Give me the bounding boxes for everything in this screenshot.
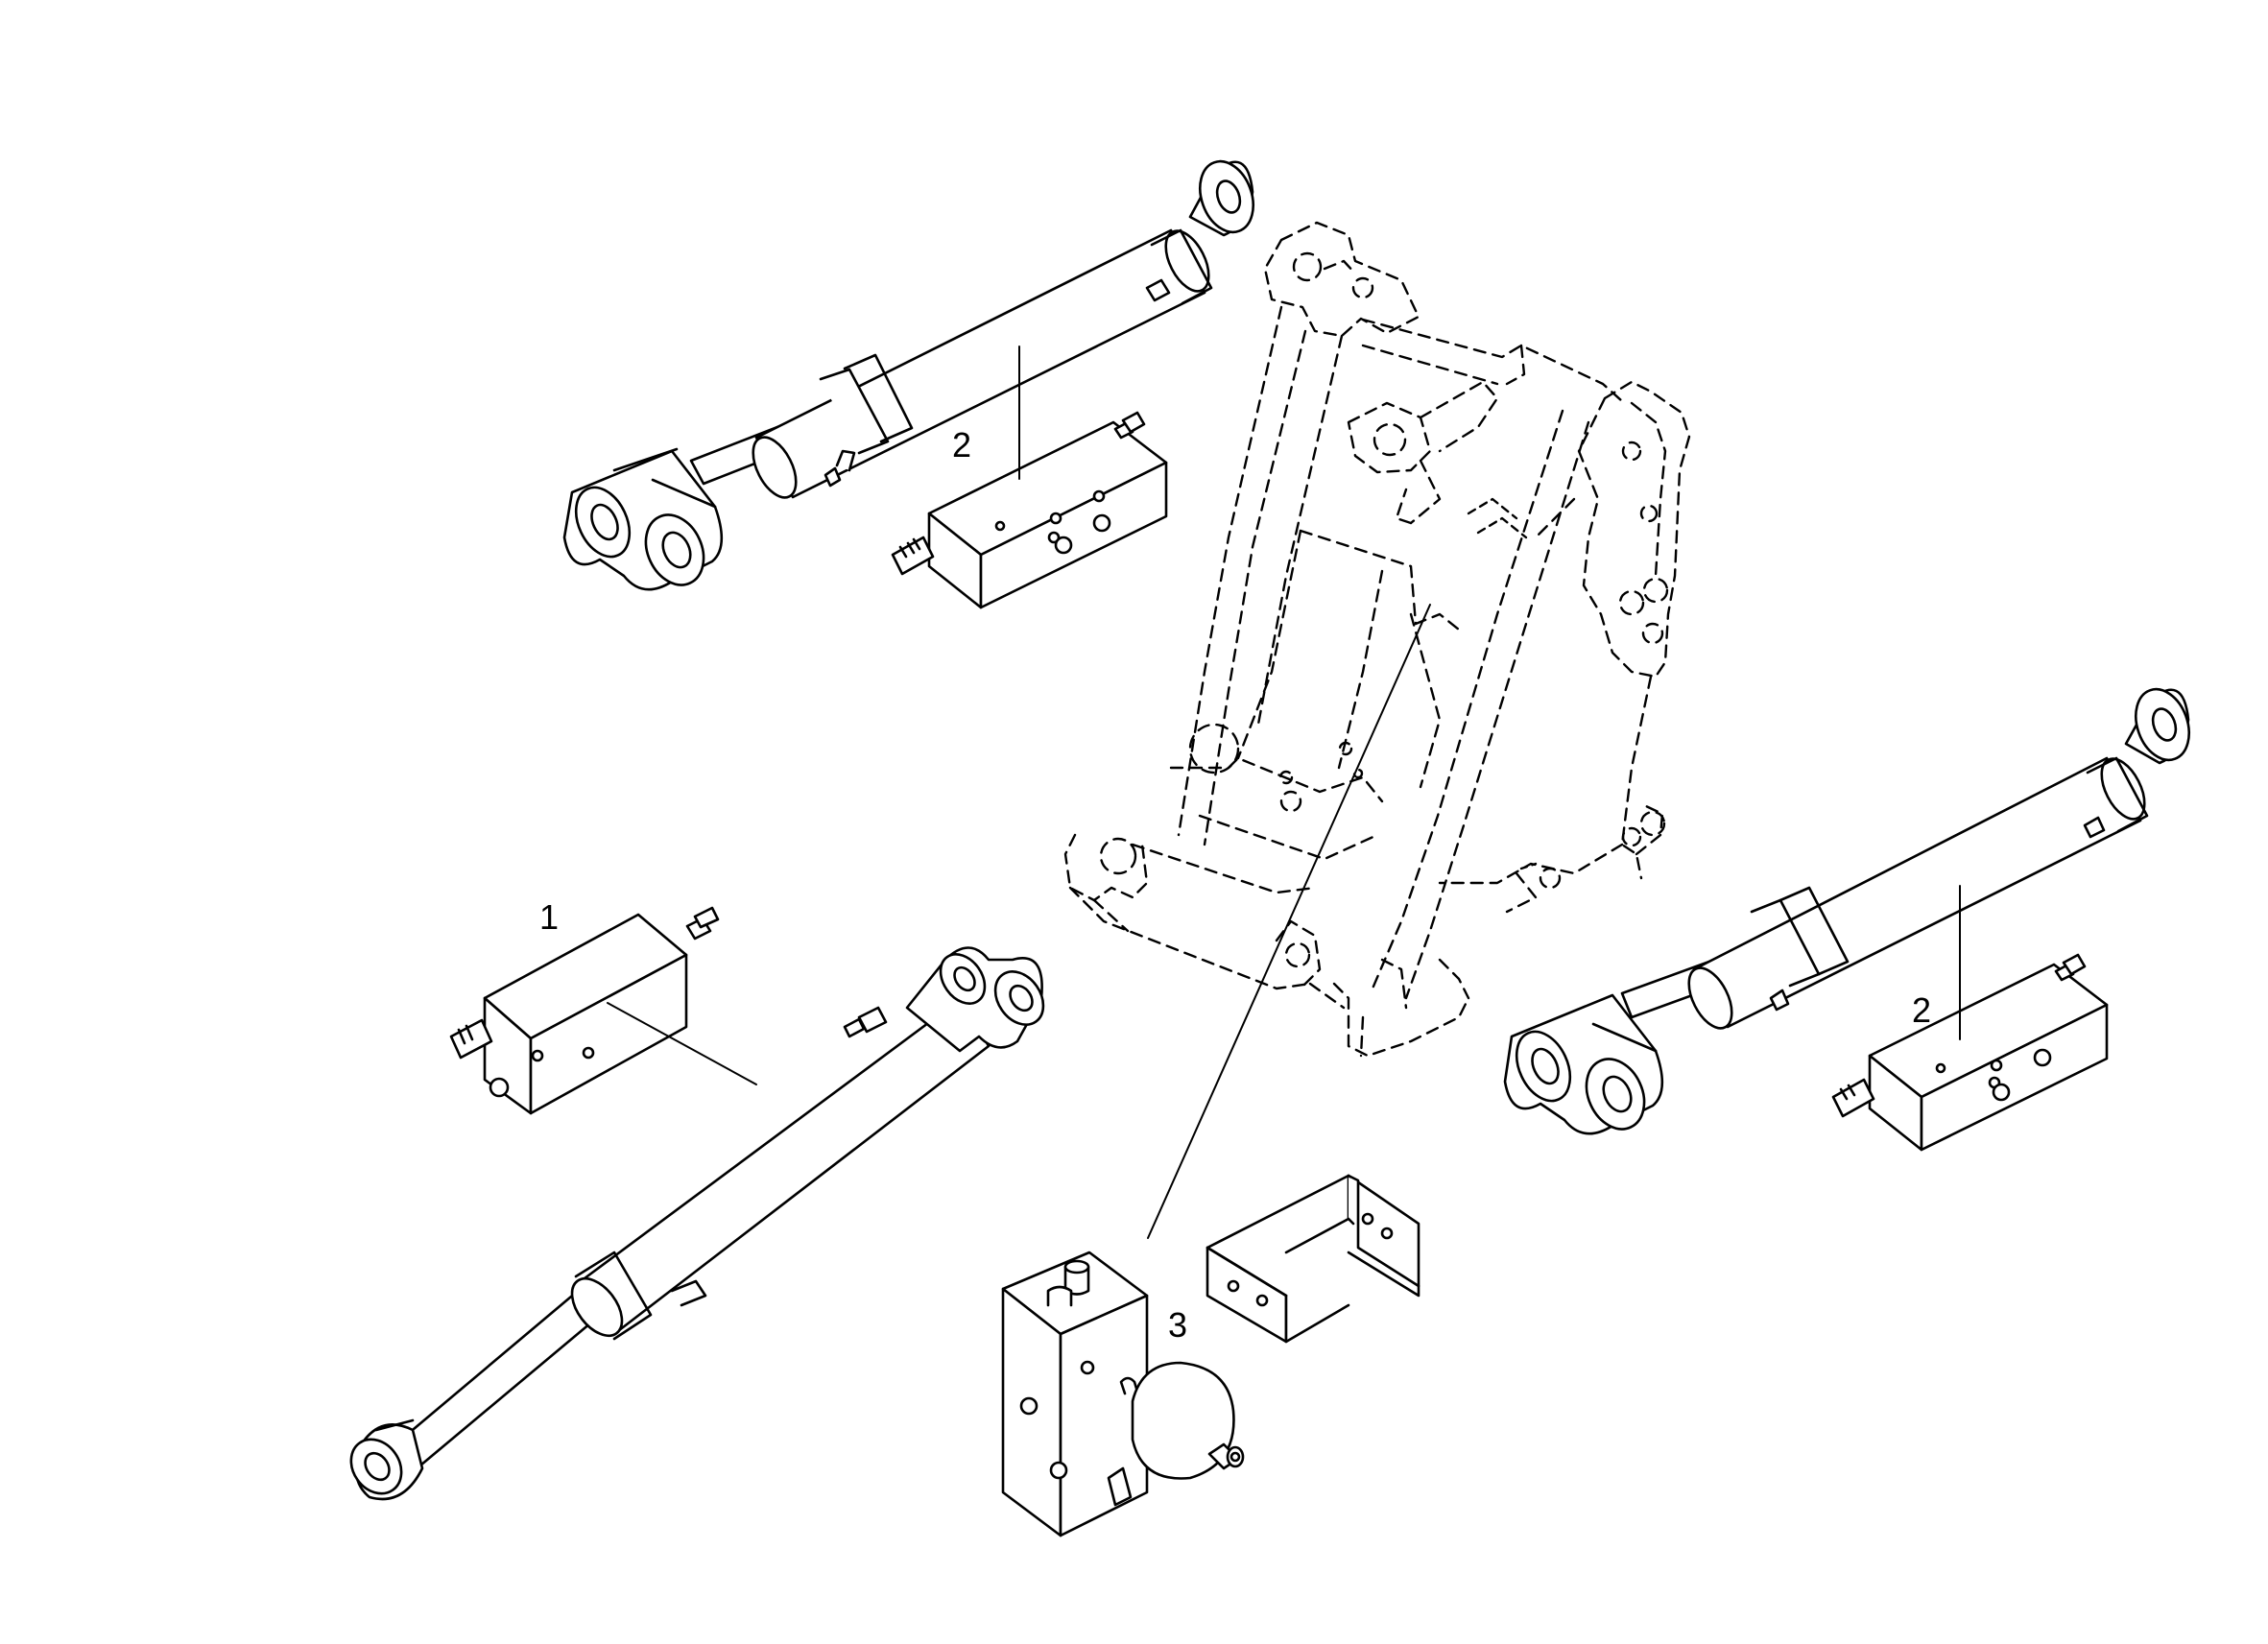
hydraulic-cylinder-left [349,946,1045,1501]
callout-label-2-top: 2 [952,425,972,465]
valve-block-left [449,906,720,1115]
valve-block-top [891,411,1168,609]
valve-block-right [1831,953,2109,1152]
mounting-bracket [1206,1174,1420,1344]
leader-line-3 [1147,604,1431,1239]
leader-lines [607,345,1961,1239]
callout-label-3: 3 [1168,1305,1188,1345]
accumulator-valve-assembly [1001,1251,1245,1537]
loader-frame-phantom [1063,221,1691,1058]
callout-label-1: 1 [539,897,560,937]
leader-line-1 [607,1002,757,1085]
hydraulic-cylinder-top [562,159,1254,591]
callout-label-2-right: 2 [1912,990,1932,1030]
hydraulic-cylinder-right [1503,687,2190,1135]
